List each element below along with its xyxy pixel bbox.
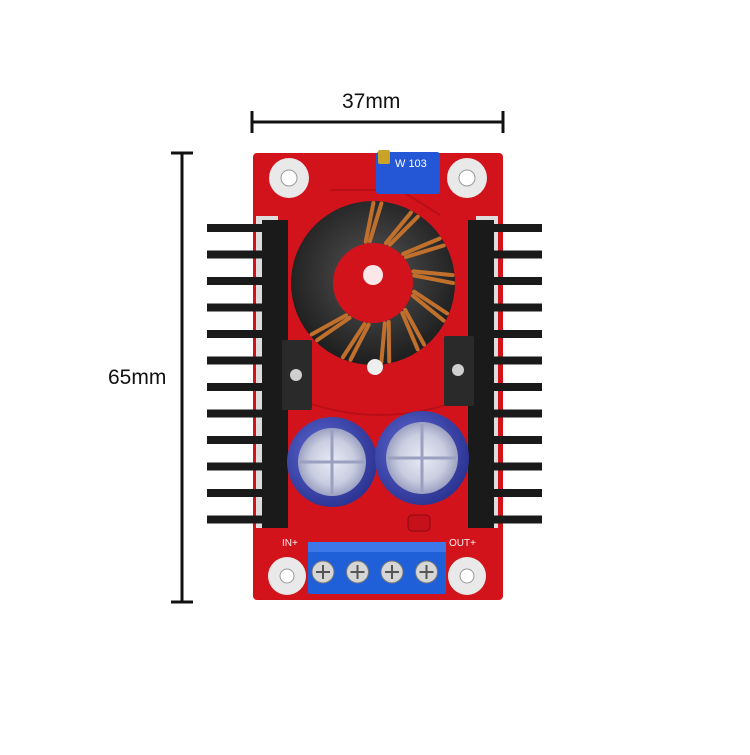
heatsink-fin <box>207 489 277 497</box>
heatsink-fin <box>474 410 542 418</box>
mounting-hole-top-left <box>269 158 309 198</box>
heatsink-fin <box>474 251 542 259</box>
mounting-hole-bottom-left <box>268 557 306 595</box>
heatsink-fin <box>474 357 542 365</box>
heatsink-fin <box>207 410 277 418</box>
capacitor-right <box>375 411 469 505</box>
heatsink-fin <box>207 251 277 259</box>
heatsink-fin <box>474 277 542 285</box>
heatsink-fin <box>474 383 542 391</box>
terminal-screw <box>381 561 403 583</box>
heatsink-fin <box>207 357 277 365</box>
heatsink-fin <box>207 277 277 285</box>
status-led <box>408 515 430 531</box>
heatsink-fin <box>207 463 277 471</box>
mounting-hole-bottom-right <box>448 557 486 595</box>
mounting-hole-top-right <box>447 158 487 198</box>
mosfet <box>282 340 312 410</box>
diode <box>444 336 474 406</box>
heatsink-right <box>468 220 542 528</box>
heatsink-fin <box>207 436 277 444</box>
heatsink-left <box>207 220 288 528</box>
height-dimension-line <box>171 153 193 602</box>
heatsink-fin <box>474 516 542 524</box>
width-dimension-label: 37mm <box>342 90 400 114</box>
heatsink-fin <box>474 489 542 497</box>
heatsink-fin <box>474 224 542 232</box>
heatsink-fin <box>207 516 277 524</box>
heatsink-fin <box>474 304 542 312</box>
terminal-screw <box>347 561 369 583</box>
potentiometer-label: W 103 <box>395 158 427 170</box>
heatsink-fin <box>207 330 277 338</box>
height-dimension-label: 65mm <box>108 366 166 390</box>
input-silkscreen-label: IN+ <box>282 538 298 549</box>
output-silkscreen-label: OUT+ <box>449 538 476 549</box>
heatsink-fin <box>207 304 277 312</box>
terminal-screw <box>312 561 334 583</box>
heatsink-fin <box>474 436 542 444</box>
potentiometer <box>376 150 440 194</box>
terminal-screw <box>416 561 438 583</box>
heatsink-fin <box>207 383 277 391</box>
heatsink-fin <box>474 330 542 338</box>
capacitor-left <box>287 417 377 507</box>
width-dimension-line <box>252 111 503 133</box>
terminal-block <box>308 542 446 594</box>
heatsink-fin <box>207 224 277 232</box>
heatsink-fin <box>474 463 542 471</box>
